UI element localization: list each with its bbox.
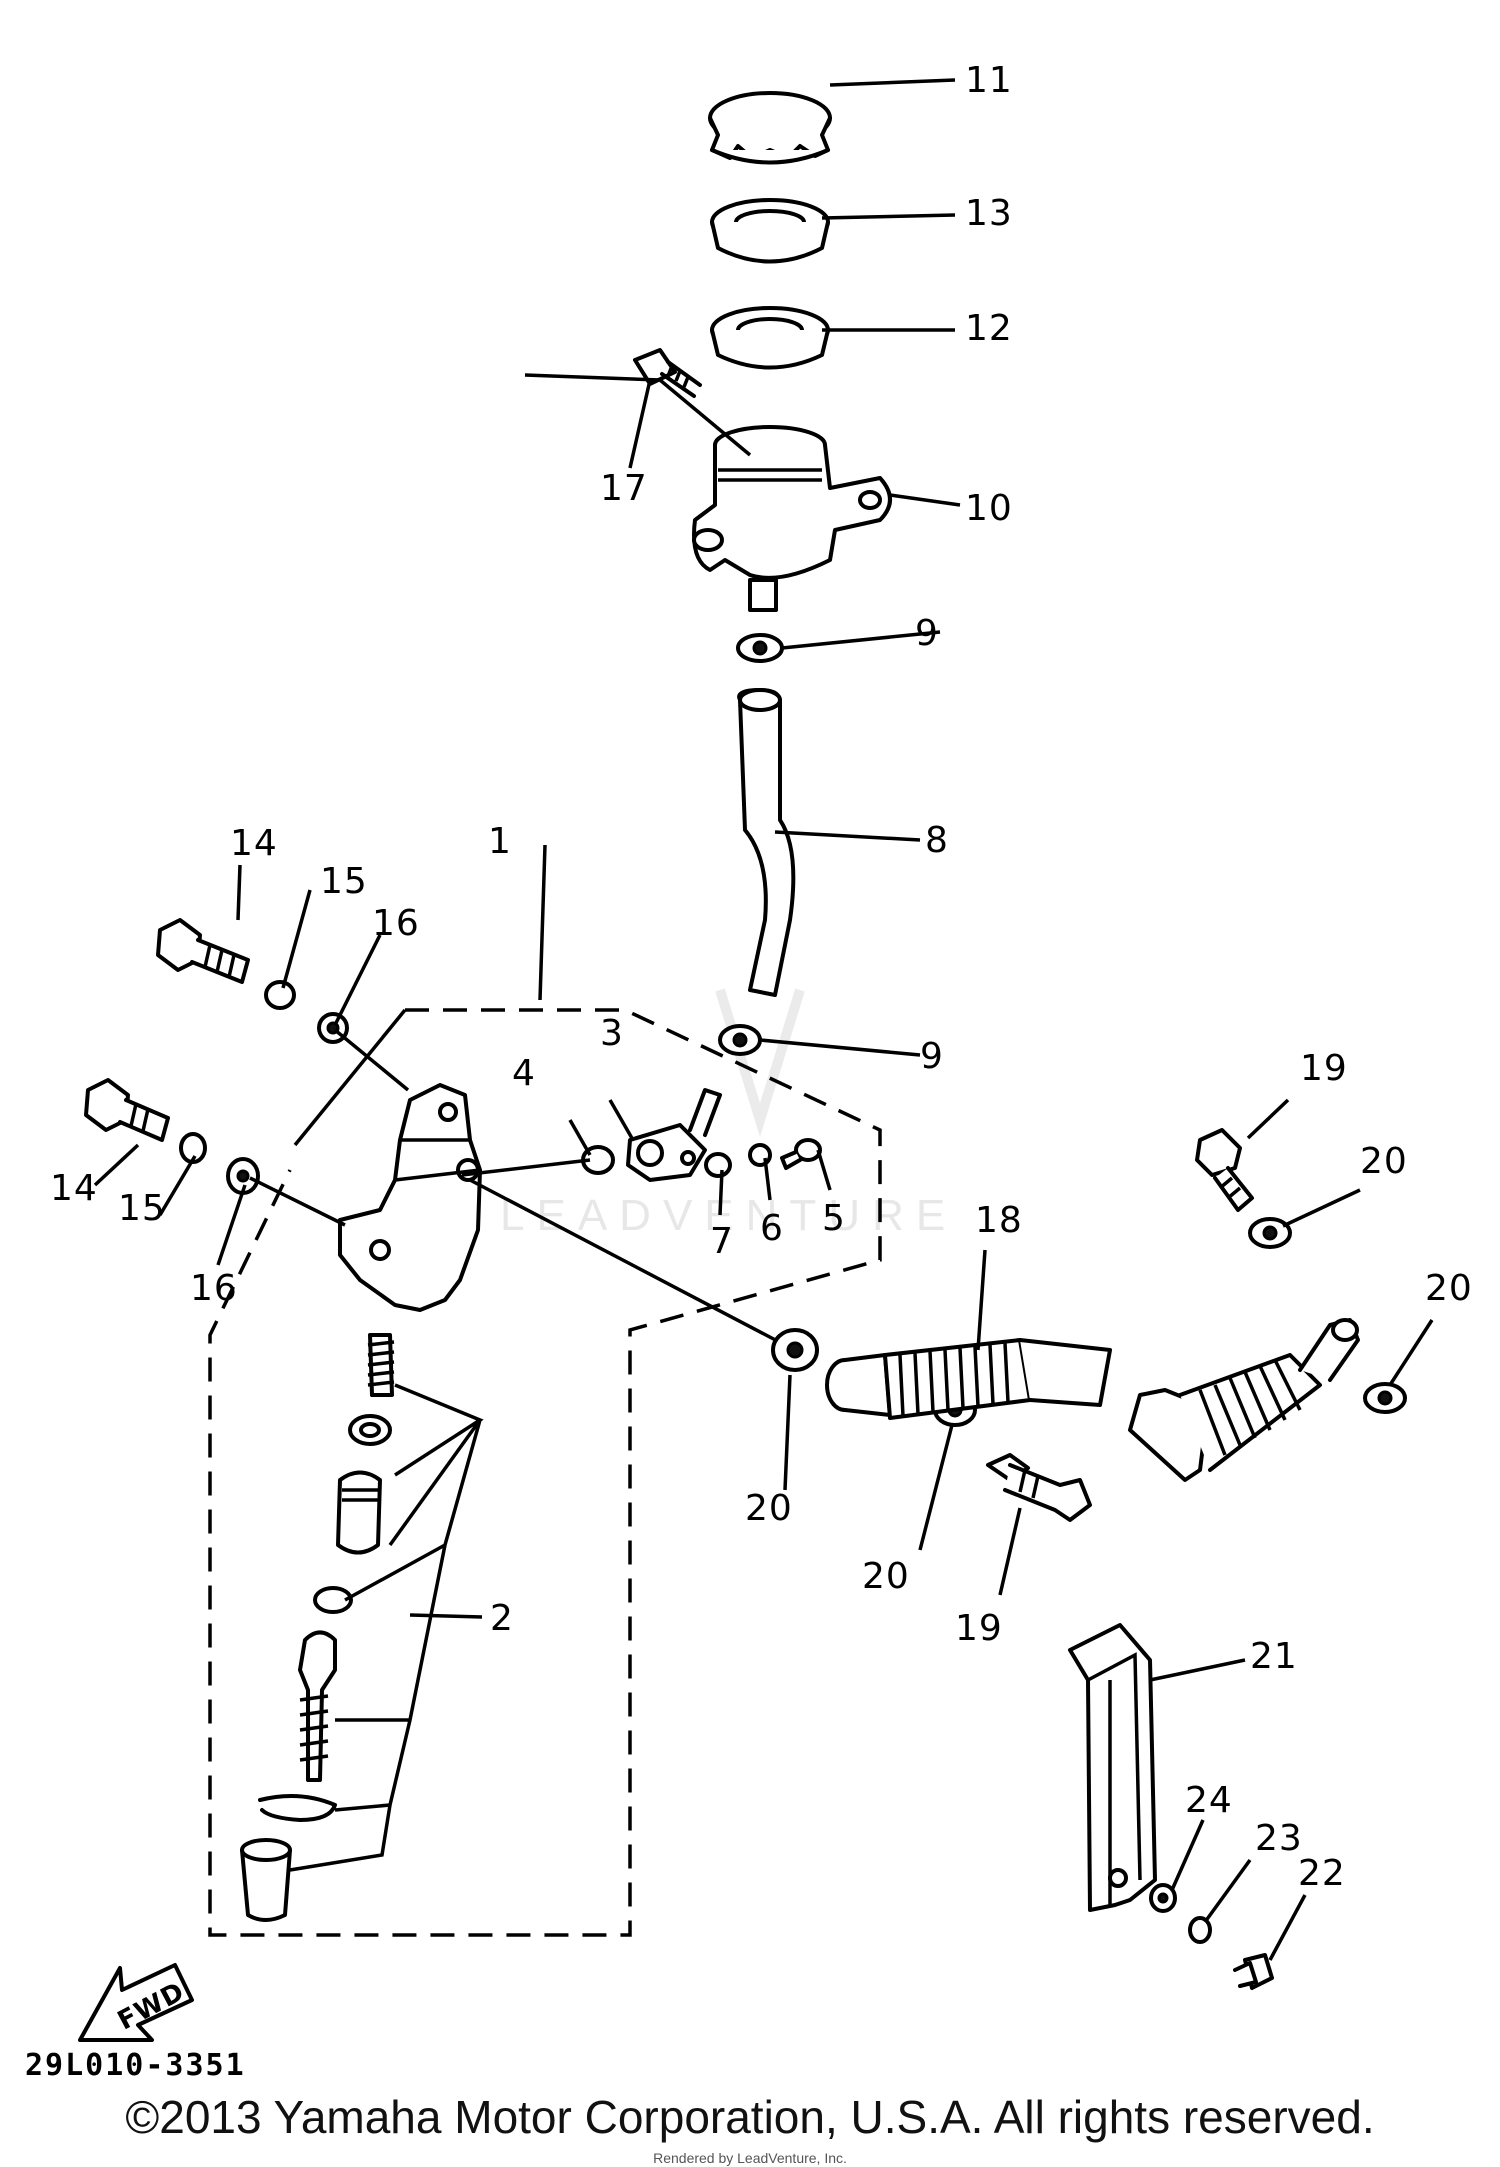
callout-2: 2 — [490, 1598, 514, 1639]
callout-19-lower: 19 — [955, 1608, 1003, 1649]
callout-20-a: 20 — [745, 1488, 793, 1529]
callout-13: 13 — [965, 193, 1013, 234]
joint-screw — [780, 1138, 822, 1170]
hose-bracket — [1068, 1623, 1157, 1912]
fwd-arrow: FWD — [78, 1963, 194, 2042]
union-washer-3 — [1248, 1217, 1292, 1249]
watermark-text: LEADVENTURE — [500, 1191, 957, 1240]
hose-clamp-upper — [736, 633, 784, 663]
union-bolt-lower — [986, 1453, 1092, 1522]
callout-11: 11 — [965, 60, 1013, 101]
callout-20-c: 20 — [1360, 1141, 1408, 1182]
callout-5: 5 — [822, 1198, 846, 1239]
bracket-bolt — [1233, 1953, 1274, 1990]
callout-20-d: 20 — [1425, 1268, 1473, 1309]
callout-16-lower: 16 — [190, 1268, 238, 1309]
spring-washer-upper — [264, 980, 296, 1010]
callout-9-upper: 9 — [915, 613, 939, 654]
callout-7: 7 — [710, 1221, 734, 1262]
mounting-bolt-upper — [156, 918, 250, 984]
mounting-bolt-lower — [84, 1078, 170, 1142]
callout-20-b: 20 — [862, 1556, 910, 1597]
callout-labels: 11 13 12 17 10 9 8 1 9 14 15 16 4 3 14 1… — [50, 60, 1473, 1894]
callout-14-upper: 14 — [230, 823, 278, 864]
hose-joint — [626, 1088, 722, 1182]
callout-23: 23 — [1255, 1818, 1303, 1859]
piston-kit — [240, 1333, 484, 1922]
union-washer-4 — [1363, 1382, 1407, 1414]
reservoir-cap — [708, 91, 832, 165]
bracket-spring-washer — [1188, 1916, 1212, 1944]
callout-17: 17 — [600, 468, 648, 509]
hose-clamp-lower — [718, 1024, 762, 1056]
callout-9-lower: 9 — [920, 1036, 944, 1077]
plain-washer-lower — [226, 1157, 260, 1195]
render-credit: Rendered by LeadVenture, Inc. — [653, 2150, 847, 2166]
reservoir-hose — [737, 688, 796, 997]
reservoir-screw — [633, 348, 702, 398]
callout-14-lower: 14 — [50, 1168, 98, 1209]
callout-21: 21 — [1250, 1636, 1298, 1677]
joint-washer — [704, 1152, 732, 1178]
callout-24: 24 — [1185, 1780, 1233, 1821]
master-cylinder-body — [338, 1083, 482, 1312]
diaphragm — [710, 306, 830, 370]
union-washer-1 — [771, 1328, 819, 1372]
callout-4: 4 — [512, 1053, 536, 1094]
callout-10: 10 — [965, 488, 1013, 529]
assembly-outline — [208, 1008, 882, 1937]
diaphragm-holder — [710, 198, 830, 264]
callout-6: 6 — [760, 1208, 784, 1249]
union-bolt-upper — [1195, 1128, 1254, 1212]
callout-16-upper: 16 — [372, 903, 420, 944]
leadventure-watermark: LEADVENTURE — [500, 988, 957, 1240]
callout-8: 8 — [925, 820, 949, 861]
callout-22: 22 — [1298, 1853, 1346, 1894]
callout-3: 3 — [600, 1013, 624, 1054]
callout-18: 18 — [975, 1200, 1023, 1241]
reservoir-tank — [692, 425, 892, 612]
callout-19-upper: 19 — [1300, 1048, 1348, 1089]
callout-15-lower: 15 — [118, 1188, 166, 1229]
bracket-collar — [1149, 1883, 1177, 1913]
callout-15-upper: 15 — [320, 861, 368, 902]
callout-1: 1 — [488, 821, 512, 862]
brake-hose — [825, 1318, 1360, 1482]
copyright-notice: ©2013 Yamaha Motor Corporation, U.S.A. A… — [125, 2091, 1375, 2143]
callout-12: 12 — [965, 308, 1013, 349]
drawing-code: 29L010-3351 — [25, 2048, 246, 2083]
